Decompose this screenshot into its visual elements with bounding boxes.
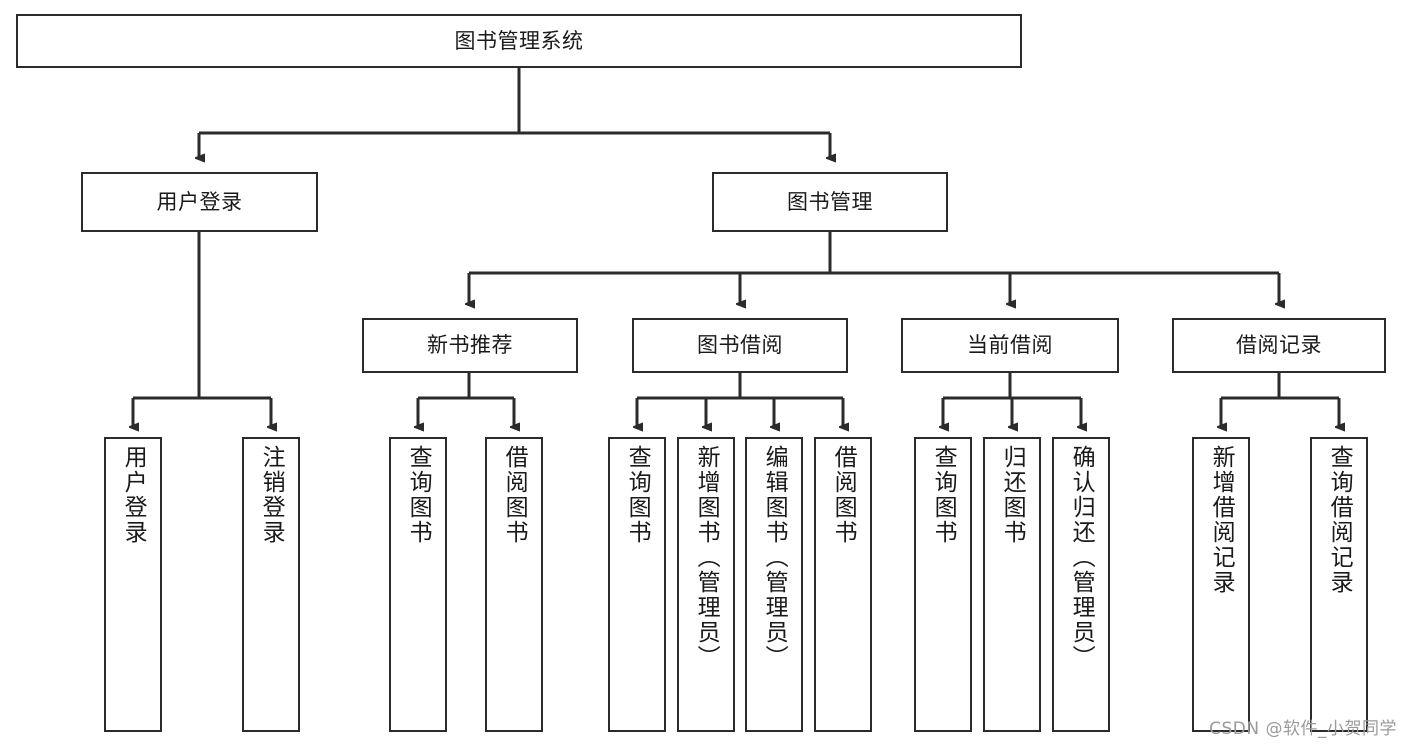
node-leaf-borrow-book-2[interactable]: 借阅图书 [814,437,872,732]
node-leaf-query-record-label: 查询借阅记录 [1326,445,1353,595]
node-new-book-rec[interactable]: 新书推荐 [362,318,578,373]
node-leaf-user-login[interactable]: 用户登录 [104,437,162,732]
node-leaf-add-record[interactable]: 新增借阅记录 [1192,437,1250,732]
node-leaf-query-book-3[interactable]: 查询图书 [914,437,972,732]
node-borrow-record[interactable]: 借阅记录 [1172,318,1386,373]
node-leaf-query-book-2-label: 查询图书 [624,445,651,545]
node-leaf-return-book-label: 归还图书 [999,445,1026,545]
node-root-label: 图书管理系统 [454,28,584,53]
node-current-borrow[interactable]: 当前借阅 [901,318,1119,373]
node-new-book-rec-label: 新书推荐 [427,333,513,358]
node-book-borrow[interactable]: 图书借阅 [632,318,848,373]
node-leaf-return-book[interactable]: 归还图书 [983,437,1041,732]
node-leaf-user-login-label: 用户登录 [120,445,147,545]
node-user-login-label: 用户登录 [156,189,243,214]
node-borrow-record-label: 借阅记录 [1236,333,1322,358]
node-leaf-borrow-book-2-label: 借阅图书 [830,445,857,545]
node-root[interactable]: 图书管理系统 [16,14,1022,68]
node-book-manage-label: 图书管理 [787,189,873,214]
node-leaf-confirm-return[interactable]: 确认归还（管理员） [1052,437,1110,732]
node-leaf-logout[interactable]: 注销登录 [242,437,300,732]
node-leaf-borrow-book-1[interactable]: 借阅图书 [485,437,543,732]
node-leaf-confirm-return-label: 确认归还（管理员） [1068,445,1095,670]
watermark: CSDN @软件_小贺同学 [1209,719,1397,739]
node-leaf-borrow-book-1-label: 借阅图书 [501,445,528,545]
node-leaf-logout-label: 注销登录 [258,445,285,545]
node-leaf-query-record[interactable]: 查询借阅记录 [1310,437,1368,732]
node-leaf-add-book-label: 新增图书（管理员） [693,445,720,670]
node-leaf-query-book-1[interactable]: 查询图书 [389,437,447,732]
node-current-borrow-label: 当前借阅 [967,333,1053,358]
node-leaf-edit-book[interactable]: 编辑图书（管理员） [745,437,803,732]
node-leaf-query-book-3-label: 查询图书 [930,445,957,545]
node-leaf-add-book[interactable]: 新增图书（管理员） [677,437,735,732]
node-book-borrow-label: 图书借阅 [697,333,783,358]
node-user-login[interactable]: 用户登录 [81,172,318,232]
node-book-manage[interactable]: 图书管理 [712,172,948,232]
node-leaf-query-book-1-label: 查询图书 [405,445,432,545]
node-leaf-edit-book-label: 编辑图书（管理员） [761,445,788,670]
node-leaf-add-record-label: 新增借阅记录 [1208,445,1235,595]
node-leaf-query-book-2[interactable]: 查询图书 [608,437,666,732]
